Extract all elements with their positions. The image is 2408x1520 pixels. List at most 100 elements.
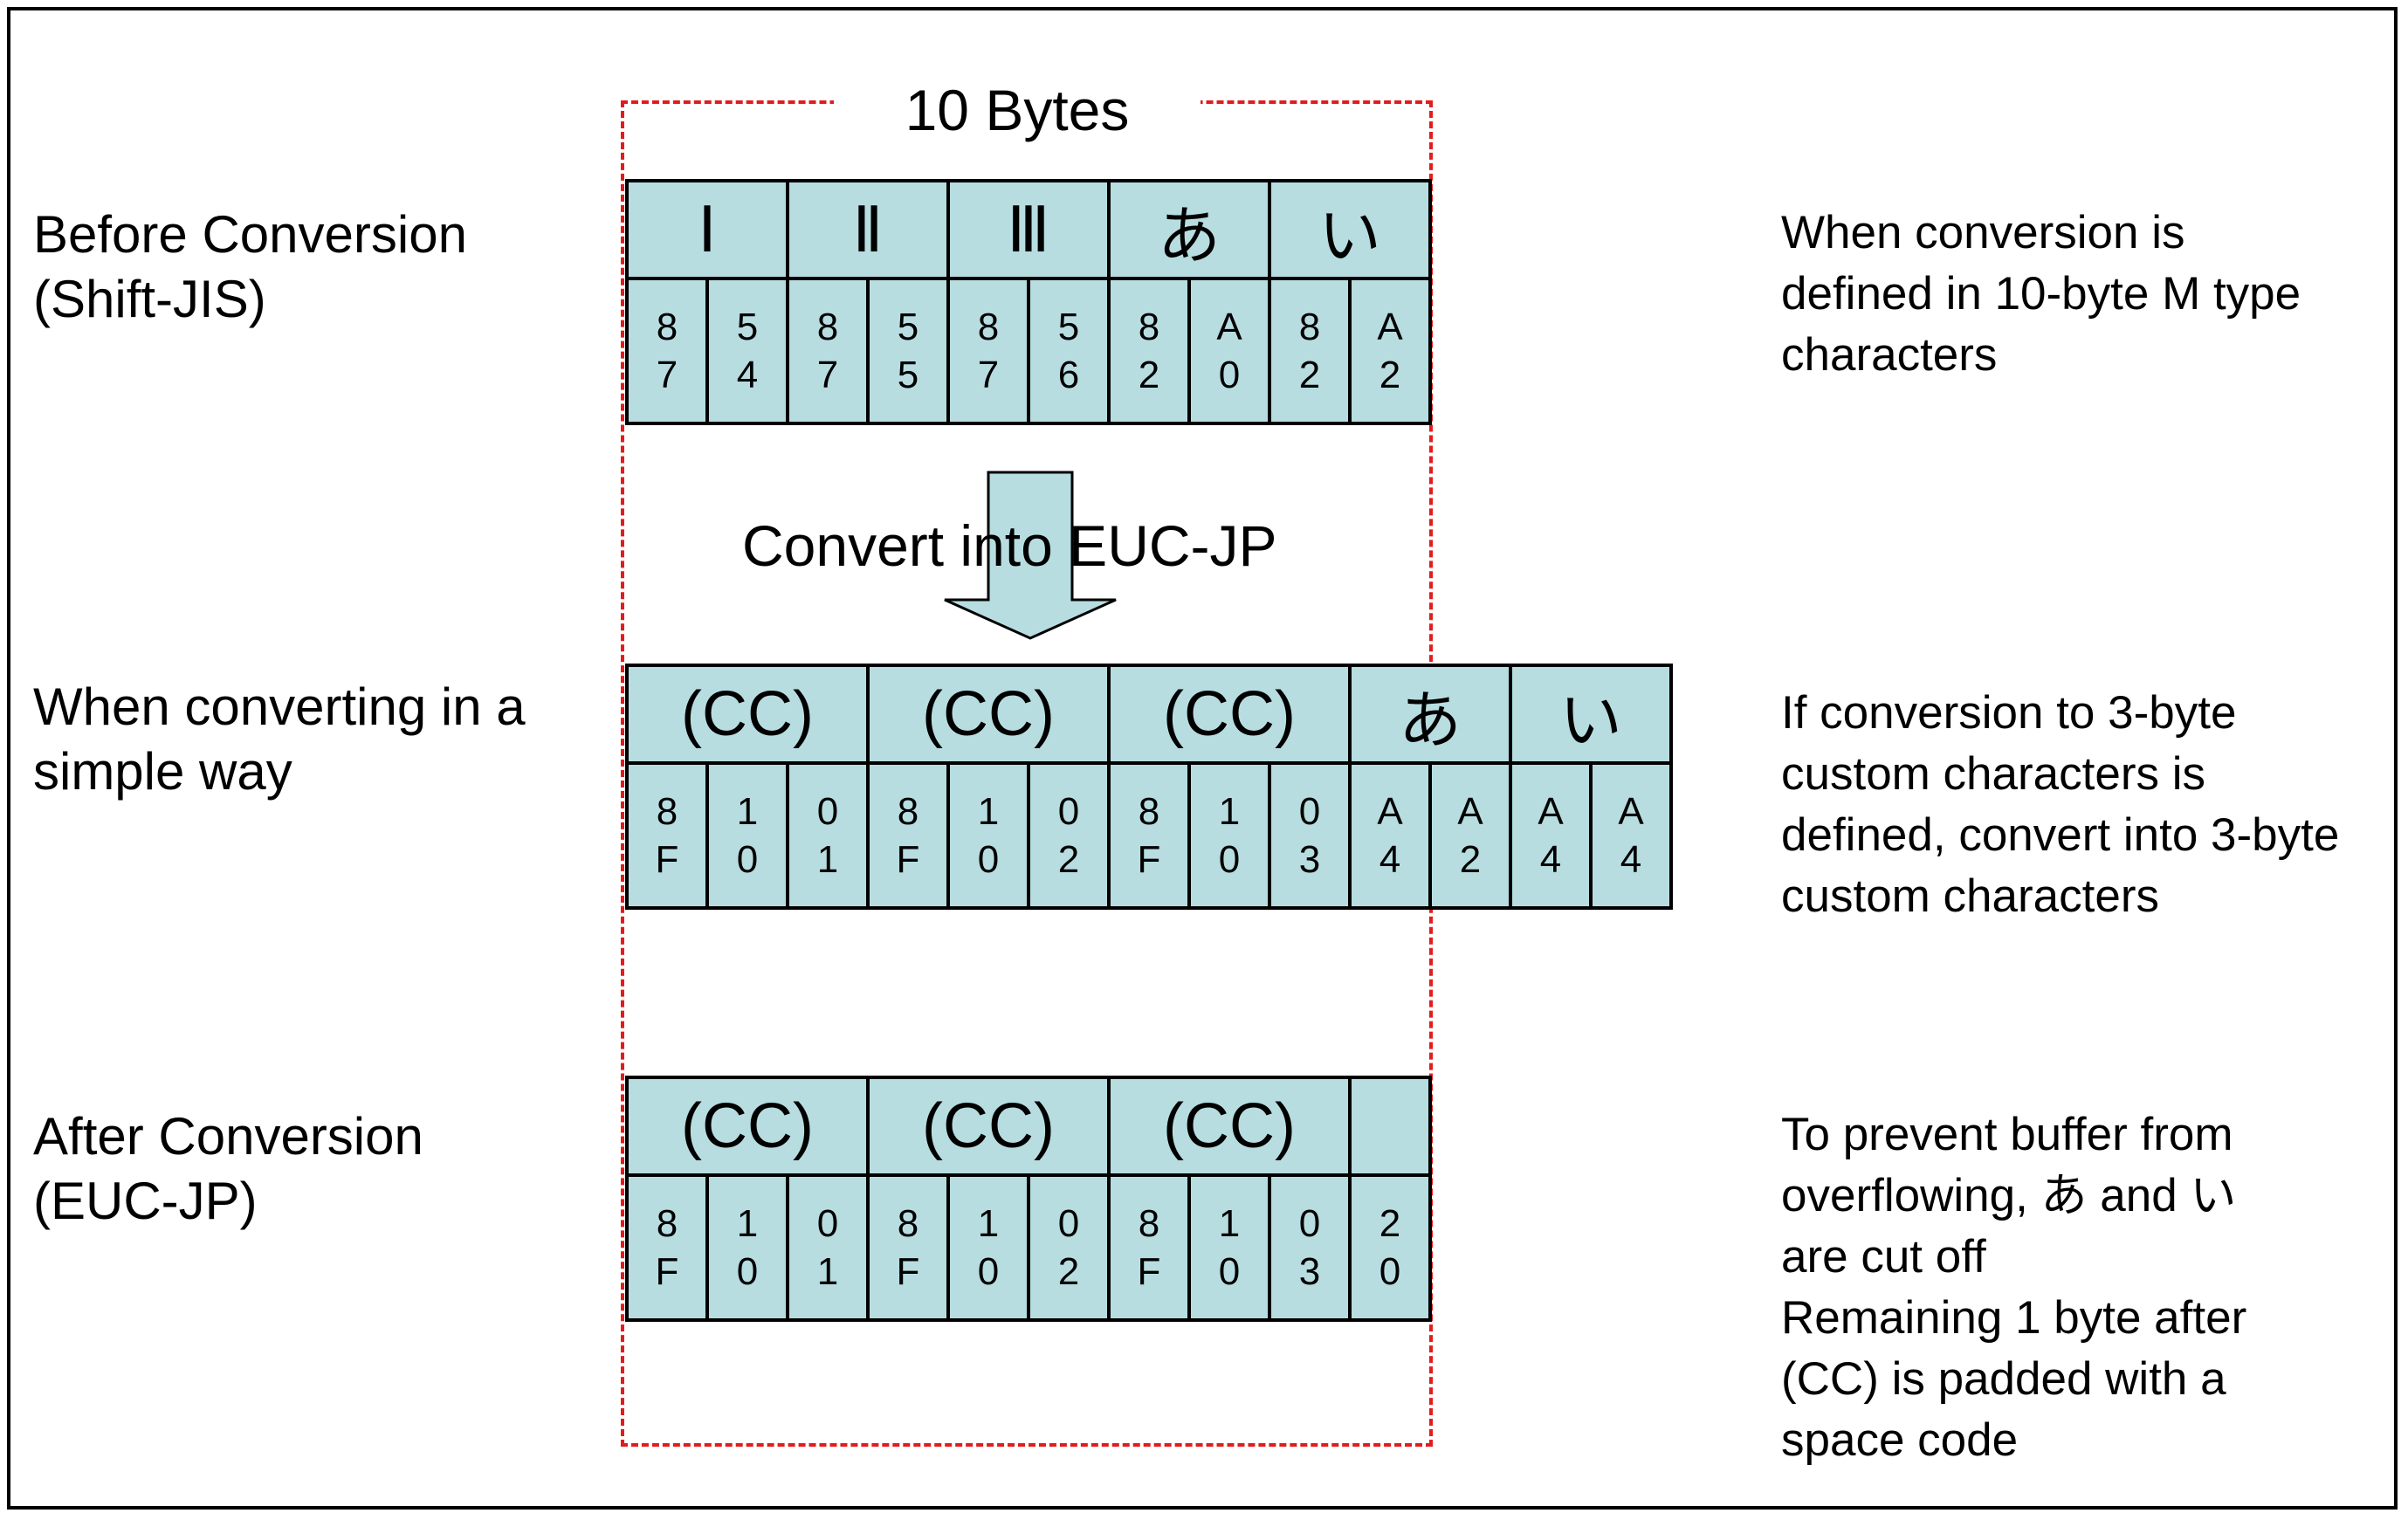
hex-digit: A: [1538, 790, 1564, 833]
hex-digit: 0: [977, 1250, 1000, 1293]
char-cells: (CC)(CC)(CC): [625, 1076, 1432, 1177]
char-cell: (CC): [625, 1076, 870, 1177]
char-cell: い: [1268, 179, 1432, 280]
hex-digit: 3: [1298, 838, 1321, 881]
row-label-simple: When converting in a simple way: [33, 677, 526, 801]
convert-arrow-label: Convert into EUC-JP: [742, 513, 1277, 578]
hex-digit: A: [1457, 790, 1483, 833]
char-cell: Ⅰ: [625, 179, 789, 280]
down-arrow-icon: [944, 471, 1117, 640]
hex-digit: 0: [736, 1250, 759, 1293]
char-cells: (CC)(CC)(CC)あい: [625, 664, 1673, 765]
hex-digit: A: [1216, 306, 1242, 348]
hex-digit: 8: [977, 306, 1000, 348]
hex-digit: 2: [1459, 838, 1482, 881]
hex-digit: 7: [816, 354, 839, 396]
hex-digit: 8: [1138, 1202, 1160, 1245]
hex-digit: 4: [1379, 838, 1401, 881]
hex-digit: 8: [816, 306, 839, 348]
char-cell: (CC): [866, 1076, 1111, 1177]
hex-digit: F: [655, 838, 679, 881]
hex-digit: 8: [656, 1202, 678, 1245]
hex-digit: A: [1618, 790, 1644, 833]
hex-digit: 1: [736, 790, 759, 833]
hex-digit: 2: [1379, 354, 1401, 396]
hex-digit: 1: [1218, 790, 1241, 833]
hex-digit: 1: [977, 1202, 1000, 1245]
hex-digit: 5: [897, 306, 919, 348]
hex-digit: 0: [1379, 1250, 1401, 1293]
hex-digit: 2: [1379, 1202, 1401, 1245]
hex-digit: 8: [656, 306, 678, 348]
hex-digit: 7: [977, 354, 1000, 396]
char-cell: (CC): [625, 664, 870, 765]
hex-digit: F: [1137, 838, 1161, 881]
note-after: To prevent buffer from overflowing, あ an…: [1781, 1109, 2247, 1466]
hex-digit: 1: [1218, 1202, 1241, 1245]
hex-digit: 8: [1298, 306, 1321, 348]
title-background: [834, 70, 1201, 131]
hex-digit: 3: [1298, 1250, 1321, 1293]
row-label-before: Before Conversion (Shift-JIS): [33, 205, 467, 328]
hex-digit: 5: [897, 354, 919, 396]
hex-digit: 7: [656, 354, 678, 396]
hex-digit: F: [896, 1250, 920, 1293]
hex-digit: 8: [1138, 306, 1160, 348]
char-cell: い: [1509, 664, 1673, 765]
note-simple: If conversion to 3-byte custom character…: [1781, 687, 2340, 922]
hex-digit: 6: [1057, 354, 1080, 396]
char-cell: Ⅱ: [786, 179, 950, 280]
hex-digit: 1: [816, 838, 839, 881]
hex-digit: 2: [1298, 354, 1321, 396]
hex-digit: 0: [1218, 838, 1241, 881]
hex-digit: 0: [1298, 790, 1321, 833]
hex-digit: 0: [1218, 354, 1241, 396]
char-cell: あ: [1107, 179, 1271, 280]
char-cell: [1348, 1076, 1432, 1177]
hex-digit: 2: [1138, 354, 1160, 396]
hex-digit: 0: [1298, 1202, 1321, 1245]
hex-digit: 4: [1620, 838, 1642, 881]
hex-digit: A: [1377, 306, 1403, 348]
hex-digit: 1: [816, 1250, 839, 1293]
hex-digit: 8: [656, 790, 678, 833]
char-cell: Ⅲ: [946, 179, 1111, 280]
hex-digit: 2: [1057, 1250, 1080, 1293]
hex-digit: 8: [897, 1202, 919, 1245]
row-label-after: After Conversion (EUC-JP): [33, 1107, 423, 1230]
hex-digit: 0: [977, 838, 1000, 881]
hex-digit: 1: [977, 790, 1000, 833]
char-cell: (CC): [1107, 1076, 1352, 1177]
hex-digit: A: [1377, 790, 1403, 833]
